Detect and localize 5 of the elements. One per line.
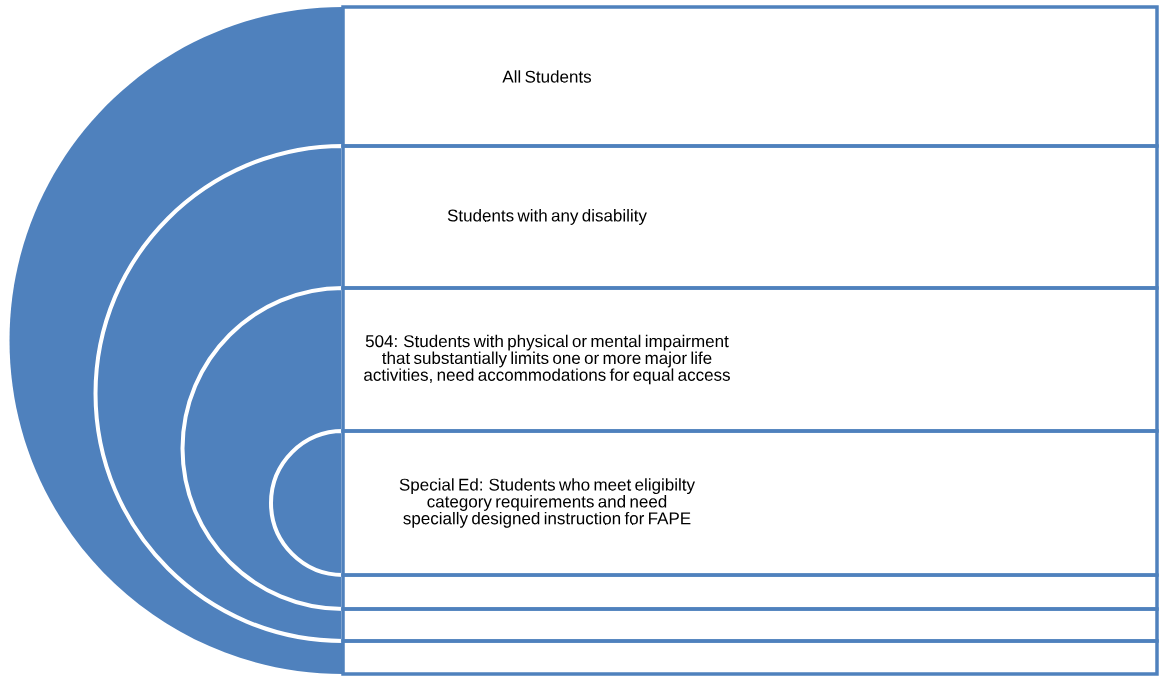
node-label: 504: Students with physical or mental impairment that substantially limits one or more major life activities, need accommodations for equal access <box>364 334 730 385</box>
node-label: All Students <box>502 70 592 83</box>
node-label: Students with any disability <box>447 209 647 225</box>
empty-band <box>341 639 1159 676</box>
node-label: Special Ed: Students who meet eligibilty category requirements and need specially designed instruction for FAPE <box>399 478 695 528</box>
